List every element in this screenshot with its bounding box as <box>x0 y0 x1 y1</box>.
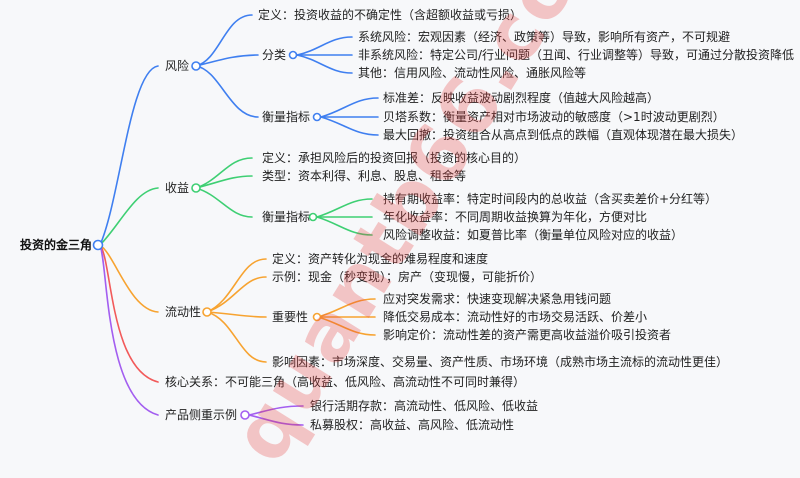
return-metric-item[interactable]: 持有期收益率：特定时间段内的总收益（含买卖差价+分红等） <box>383 192 718 206</box>
risk-node[interactable]: 风险 <box>165 59 190 73</box>
root-node[interactable]: 投资的金三角 <box>20 238 93 252</box>
liquidity-importance-item[interactable]: 降低交易成本：流动性好的市场交易活跃、价差小 <box>383 310 648 324</box>
root-node-dot <box>92 239 104 251</box>
return-definition[interactable]: 定义：承担风险后的投资回报（投资的核心目的） <box>262 151 527 165</box>
liquidity-node-dot <box>202 307 212 317</box>
core-relation-node[interactable]: 核心关系：不可能三角（高收益、低风险、高流动性不可同时兼得） <box>165 375 526 389</box>
risk-metric-item[interactable]: 贝塔系数：衡量资产相对市场波动的敏感度（>1时波动更剧烈） <box>383 110 725 124</box>
edge-root-products <box>99 244 159 416</box>
risk-class-item[interactable]: 非系统风险：特定公司/行业问题（丑闻、行业调整等）导致，可通过分散投资降低 <box>358 48 795 62</box>
products-node-dot <box>240 410 250 420</box>
return-node[interactable]: 收益 <box>165 181 190 195</box>
return-metric-item[interactable]: 年化收益率：不同周期收益换算为年化，方便对比 <box>383 210 648 224</box>
risk-metrics-node[interactable]: 衡量指标 <box>262 110 311 124</box>
risk-class-item[interactable]: 其他：信用风险、流动性风险、通胀风险等 <box>358 66 587 80</box>
return-metrics-node[interactable]: 衡量指标 <box>262 210 311 224</box>
liquidity-examples[interactable]: 示例：现金（秒变现）；房产（变现慢，可能折价） <box>272 270 543 284</box>
return-types[interactable]: 类型：资本利得、利息、股息、租金等 <box>262 169 467 183</box>
liquidity-importance-item[interactable]: 应对突发需求：快速变现解决紧急用钱问题 <box>383 292 612 306</box>
risk-metric-item[interactable]: 标准差：反映收益波动剧烈程度（值越大风险越高） <box>383 91 660 105</box>
edge-root-core <box>99 244 159 383</box>
mindmap-connectors <box>92 14 379 426</box>
risk-metric-item[interactable]: 最大回撤：投资组合从高点到低点的跌幅（直观体现潜在最大损失） <box>383 128 744 142</box>
products-item[interactable]: 私募股权：高收益、高风险、低流动性 <box>310 418 515 432</box>
edge-root-liquidity <box>99 244 159 313</box>
liquidity-factors[interactable]: 影响因素：市场深度、交易量、资产性质、市场环境（成熟市场主流标的流动性更佳） <box>272 355 729 369</box>
risk-class-item[interactable]: 系统风险：宏观因素（经济、政策等）导致，影响所有资产，不可规避 <box>358 30 731 44</box>
edge-root-risk <box>99 65 159 246</box>
products-node[interactable]: 产品侧重示例 <box>165 408 238 422</box>
return-metric-item[interactable]: 风险调整收益：如夏普比率（衡量单位风险对应的收益） <box>383 228 684 242</box>
liquidity-node[interactable]: 流动性 <box>165 305 202 319</box>
risk-definition[interactable]: 定义：投资收益的不确定性（含超额收益或亏损） <box>258 8 523 22</box>
liquidity-importance-item[interactable]: 影响定价：流动性差的资产需更高收益溢价吸引投资者 <box>383 328 672 342</box>
risk-classification-node[interactable]: 分类 <box>262 48 287 62</box>
edge-root-return <box>99 187 159 246</box>
return-node-dot <box>191 183 201 193</box>
liquidity-importance-node[interactable]: 重要性 <box>272 310 309 324</box>
products-item[interactable]: 银行活期存款：高流动性、低风险、低收益 <box>310 399 539 413</box>
liquidity-definition[interactable]: 定义：资产转化为现金的难易程度和速度 <box>272 252 489 266</box>
risk-node-dot <box>191 61 201 71</box>
